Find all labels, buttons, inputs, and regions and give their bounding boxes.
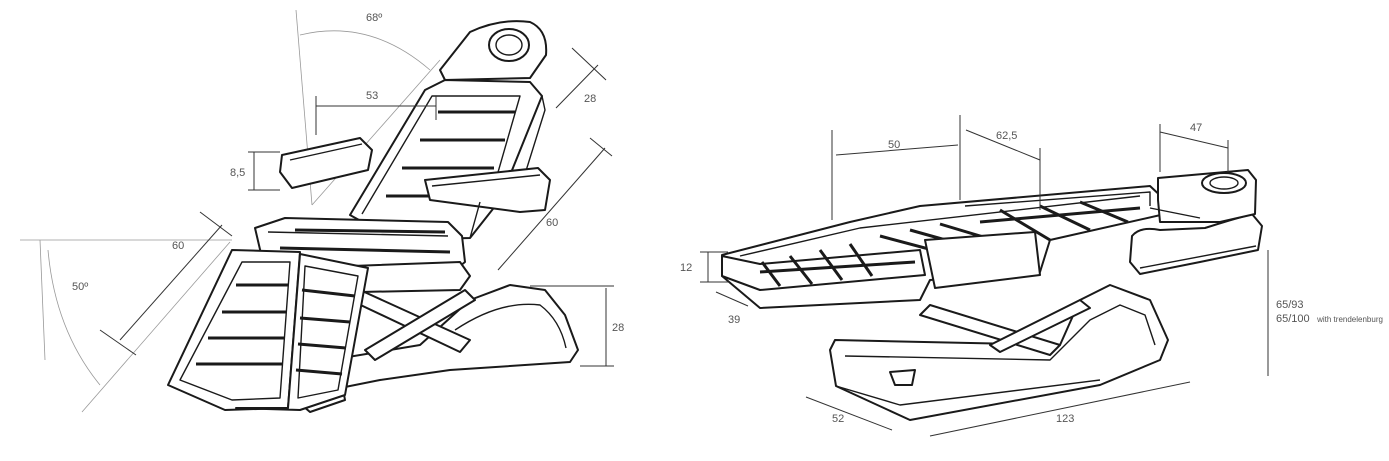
dim-legrest-length: 60 xyxy=(172,240,184,252)
left-headrest xyxy=(439,20,548,81)
left-backrest xyxy=(349,79,546,241)
dim-backrest-angle: 68º xyxy=(366,12,382,24)
right-lift-mechanism xyxy=(919,299,1091,356)
right-armrest xyxy=(1129,213,1263,275)
dim-cushion-thickness: 12 xyxy=(680,262,692,274)
right-chair-view: 50 62,5 47 12 39 65/93 65/100 with trend… xyxy=(680,115,1383,437)
right-dimension-lines xyxy=(700,115,1269,437)
dim-right-headrest-length: 47 xyxy=(1190,122,1202,134)
left-armrest-back xyxy=(279,137,373,189)
dim-middle-length: 62,5 xyxy=(996,130,1017,142)
dim-armrest-height: 8,5 xyxy=(230,167,245,179)
dim-height-standard: 65/93 xyxy=(1276,299,1304,311)
dim-total-length: 123 xyxy=(1056,413,1074,425)
left-lift-mechanism xyxy=(349,289,476,361)
dim-legrest-angle: 50º xyxy=(72,281,88,293)
dim-left-headrest-length: 28 xyxy=(584,93,596,105)
dim-backrest-length: 60 xyxy=(546,217,558,229)
left-dimension-lines xyxy=(99,47,614,367)
left-armrest-front xyxy=(424,167,551,239)
dim-base-width: 52 xyxy=(832,413,844,425)
dim-base-height: 28 xyxy=(612,322,624,334)
left-chair-view: 68º 53 28 8,5 60 60 50º 28 xyxy=(20,9,624,413)
dim-height-trend-note: with trendelenburg xyxy=(1316,315,1383,324)
dim-foot-section: 39 xyxy=(728,314,740,326)
right-headrest xyxy=(1149,169,1257,223)
right-bed-surface xyxy=(721,185,1166,309)
dim-height-trendelenburg: 65/100 with trendelenburg xyxy=(1276,309,1383,326)
legrest-angle-guide xyxy=(20,239,232,413)
dim-seat-length: 50 xyxy=(888,139,900,151)
left-legrest xyxy=(167,249,369,411)
dim-height-trend-value: 65/100 xyxy=(1276,313,1310,325)
dim-seat-width: 53 xyxy=(366,90,378,102)
